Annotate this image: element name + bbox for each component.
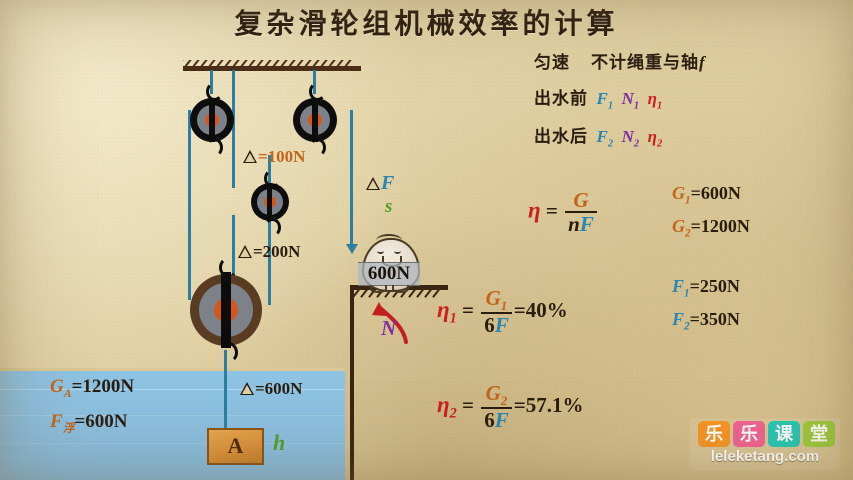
eta1-denominator: 6F [481,312,512,336]
friction-symbol: f [699,53,706,72]
platform-wall [350,287,354,480]
triangle-icon [243,150,258,163]
formula-equals: = [545,198,558,223]
person-foot-left [370,285,387,293]
height-label-h: h [273,430,286,455]
person-eye-left [377,248,384,254]
triangle-icon [238,245,253,258]
after-force-symbol: F2 [596,127,614,150]
fixed-pulley-right [293,82,337,157]
triangle-icon [240,382,255,395]
movable-pulley-large [190,257,262,363]
value-G1: G1=600N [672,183,741,207]
fixed-pulley-left [190,82,234,157]
rope-big-to-object [224,350,227,430]
formula-efficiency-1: η1 = G1 6F =40% [437,286,568,337]
formula-efficiency-2: η2 = G2 6F =57.1% [437,381,584,432]
movable-pulley-middle [251,169,289,237]
normal-force-label: N [381,316,397,340]
eta2-numerator: G2 [485,381,508,409]
label-pulley-100N: =100N [243,147,305,167]
eta1-result: =40% [513,298,568,323]
rope-between-mid-big-left [268,155,271,305]
logo-tile-1: 乐 [698,421,730,447]
label-pulley-200N: =200N [238,242,300,262]
logo-tile-4: 堂 [803,421,835,447]
water-region [0,368,345,480]
formula-denominator: nF [565,211,597,235]
eta1-fraction: G1 6F [481,286,512,337]
eta2-equals: = [462,393,474,418]
label-GA: GA=1200N [50,376,135,400]
note-before-label: 出水前 [534,89,588,108]
formula-efficiency-general: η = G nF [528,188,599,235]
logo-tile-2: 乐 [733,421,765,447]
before-efficiency-symbol: η1 [647,89,663,112]
value-F2: F2=350N [672,309,740,333]
person-weight-band [358,262,420,286]
eta2-result: =57.1% [513,393,584,418]
label-buoyant-force: F浮=600N [50,411,128,435]
object-A: A [207,428,264,465]
person-eye-right [394,248,401,254]
rope-mid-left-segment [232,70,235,188]
formula-fraction: G nF [565,188,597,235]
value-G2: G2=1200N [672,216,750,240]
after-normal-symbol: N2 [621,127,640,150]
formula-eta-symbol: η [528,197,541,223]
note-before-surfacing: 出水前 F1 N1 η1 [534,84,662,111]
label-object-600N: =600N [240,379,302,399]
brand-logo: 乐乐课堂 leleketang.com [690,418,840,470]
logo-tile-3: 课 [768,421,800,447]
note-uniform-motion: 匀速 不计绳重与轴f [534,48,706,73]
person-foot-right [392,285,409,293]
before-force-symbol: F1 [596,89,614,112]
value-F1: F1=250N [672,276,740,300]
eta1-numerator: G1 [485,286,508,314]
rope-right-pull [350,110,353,245]
hook-down-middle [264,218,281,237]
note-after-label: 出水后 [534,127,588,146]
logo-tiles: 乐乐课堂 [698,421,835,447]
formula-numerator-G: G [573,188,589,212]
normal-force-arrow [372,302,408,344]
note-uniform-text: 匀速 [534,53,570,72]
person-weight-label: 600N [367,263,411,284]
label-delta-s: s [385,196,393,217]
eta1-symbol: η1 [437,297,457,327]
logo-url: leleketang.com [710,448,820,465]
triangle-icon [366,177,381,190]
note-no-rope-axis-text: 不计绳重与轴 [591,53,699,72]
person-figure: 600N [358,232,420,293]
applied-force-arrow [345,200,358,254]
label-delta-F: F [366,172,394,195]
person-hair [376,234,402,247]
object-A-label: A [227,433,244,458]
ceiling-beam [183,66,361,71]
eta2-fraction: G2 6F [481,381,512,432]
hook-down-right [309,138,326,157]
after-efficiency-symbol: η2 [647,127,663,150]
hook-down-large [219,342,238,363]
rope-left-down-big [188,110,191,300]
eta1-equals: = [462,298,474,323]
eta2-denominator: 6F [481,407,512,431]
note-after-surfacing: 出水后 F2 N2 η2 [534,122,662,149]
hook-down-left [206,138,223,157]
eta2-symbol: η2 [437,392,457,422]
page-title: 复杂滑轮组机械效率的计算 [234,9,619,40]
before-normal-symbol: N1 [621,89,640,112]
